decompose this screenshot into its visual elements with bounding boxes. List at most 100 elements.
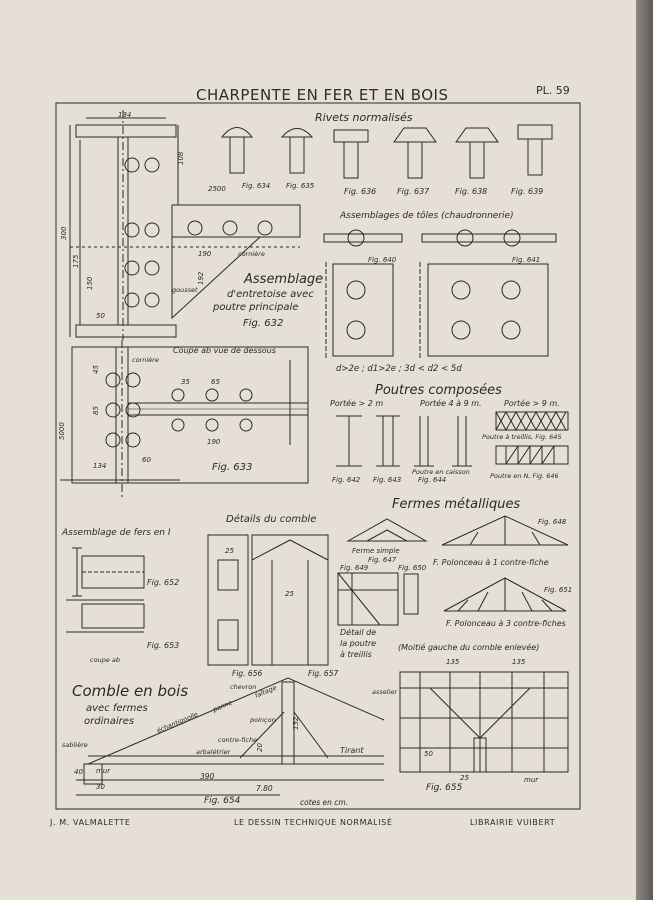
label-faitage: faîtage <box>254 684 278 700</box>
fig-632-label: Fig. 632 <box>243 318 283 329</box>
section-comble-bois: Comble en bois <box>72 682 188 700</box>
label-coupe-ab-2: coupe ab <box>90 656 120 664</box>
dim-192: 192 <box>197 271 205 285</box>
label-mur: mur <box>96 767 111 775</box>
label-sabliere: sablière <box>62 741 88 749</box>
fig-633-label: Fig. 633 <box>212 462 252 473</box>
dim-175: 175 <box>72 254 80 268</box>
label-chevron: chevron <box>230 683 256 691</box>
dim-35: 35 <box>181 378 190 386</box>
label-assemblage-3: poutre principale <box>212 302 298 313</box>
page-edge <box>636 0 653 900</box>
fig-641-label: Fig. 641 <box>512 256 540 264</box>
fig-643-label: Fig. 643 <box>373 476 401 484</box>
fig-649-label: Fig. 649 <box>340 564 369 572</box>
dim-135-a: 135 <box>446 658 460 666</box>
label-panne: panne <box>211 699 234 715</box>
dim-40: 40 <box>74 768 83 776</box>
section-toles: Assemblages de tôles (chaudronnerie) <box>339 210 514 221</box>
footer-publisher: LIBRAIRIE VUIBERT <box>470 818 556 827</box>
fig-653-label: Fig. 653 <box>147 641 179 650</box>
dim-45: 45 <box>92 365 100 374</box>
dim-60: 60 <box>142 456 151 464</box>
fig-644-label: Fig. 644 <box>418 476 446 484</box>
fig-632-ibeam <box>69 110 301 340</box>
fig-638-label: Fig. 638 <box>455 187 487 196</box>
label-assemblage-1: Assemblage <box>243 272 323 287</box>
fig-654-truss <box>76 677 385 796</box>
fig-650-label: Fig. 650 <box>398 564 427 572</box>
fers-i-drawings <box>66 547 145 633</box>
dim-135-b: 135 <box>512 658 526 666</box>
label-conditions: d>2e ; d1>2e ; 3d < d2 < 5d <box>336 364 462 374</box>
label-tirant: Tirant <box>340 746 364 755</box>
label-portee-1: Portée > 2 m <box>330 398 383 408</box>
dim-190-top: 190 <box>198 250 212 258</box>
dim-25-c: 25 <box>460 774 469 782</box>
label-poutre-treillis: Poutre à treillis, Fig. 645 <box>482 433 562 441</box>
dim-25-b: 25 <box>285 590 294 598</box>
label-poincon: poinçon <box>249 716 276 724</box>
dim-2500: 2500 <box>208 185 226 193</box>
label-detail-poutre-3: à treillis <box>340 650 372 659</box>
label-cotes: cotes en cm. <box>300 798 348 807</box>
fig-635-label: Fig. 635 <box>286 182 315 190</box>
footer-book: LE DESSIN TECHNIQUE NORMALISÉ <box>234 818 393 827</box>
section-comble-details: Détails du comble <box>226 513 316 525</box>
dim-50: 50 <box>96 312 105 320</box>
label-comble-bois-sub1: avec fermes <box>86 703 148 714</box>
fig-634-label: Fig. 634 <box>242 182 270 190</box>
fig-647-label: Fig. 647 <box>368 556 397 564</box>
plate-number: PL. 59 <box>536 84 570 97</box>
section-rivets: Rivets normalisés <box>315 111 413 124</box>
dim-190-bottom: 190 <box>207 438 221 446</box>
fig-633-section <box>60 340 309 500</box>
label-detail-poutre-1: Détail de <box>340 627 376 637</box>
dim-300: 300 <box>60 226 68 240</box>
dim-150: 150 <box>86 276 94 290</box>
dim-134-b: 134 <box>93 462 106 470</box>
tole-drawings <box>323 229 557 358</box>
label-arbaletrier: arbalétrier <box>196 748 232 756</box>
label-assellier: asselier <box>372 688 398 696</box>
fig-656-label: Fig. 656 <box>232 669 262 678</box>
label-mur-2: mur <box>524 776 539 784</box>
dim-85: 85 <box>92 406 100 415</box>
dim-390: 390 <box>200 772 215 781</box>
dim-134: 134 <box>118 111 131 119</box>
label-ferme-simple: Ferme simple <box>352 547 400 555</box>
page-title: CHARPENTE EN FER ET EN BOIS <box>196 86 449 104</box>
dim-152: 152 <box>292 716 300 730</box>
label-assemblage-2: d'entretoise avec <box>227 289 314 300</box>
label-polonceau-3: F. Polonceau à 3 contre-fiches <box>446 619 566 628</box>
dim-65: 65 <box>211 378 220 386</box>
fig-657-label: Fig. 657 <box>308 669 338 678</box>
dim-20: 20 <box>256 743 264 752</box>
label-coupe-ab: Coupe ab vue de dessous <box>173 346 276 355</box>
label-corniere-2: cornière <box>132 356 159 364</box>
label-moitie: (Moitié gauche du comble enlevée) <box>398 642 539 652</box>
comble-details-drawings <box>207 534 329 666</box>
label-detail-poutre-2: la poutre <box>340 639 376 648</box>
label-poutre-n: Poutre en N, Fig. 646 <box>490 472 559 480</box>
fig-639-label: Fig. 639 <box>511 187 543 196</box>
fig-637-label: Fig. 637 <box>397 187 430 196</box>
label-poutre-caisson: Poutre en caisson <box>412 468 470 476</box>
fig-655-label: Fig. 655 <box>426 783 463 793</box>
label-polonceau-1: F. Polonceau à 1 contre-fiche <box>433 558 549 567</box>
fig-636-label: Fig. 636 <box>344 187 376 196</box>
label-gousset: gousset <box>172 286 198 294</box>
fig-648-label: Fig. 648 <box>538 518 567 526</box>
fig-652-label: Fig. 652 <box>147 578 179 587</box>
dim-5000: 5000 <box>58 422 66 440</box>
dim-108: 108 <box>177 151 185 165</box>
fig-655-framing <box>399 671 569 773</box>
dim-780: 7.80 <box>256 784 273 793</box>
fig-640-label: Fig. 640 <box>368 256 397 264</box>
fig-651-label: Fig. 651 <box>544 586 572 594</box>
section-fers-i: Assemblage de fers en I <box>61 528 171 538</box>
dim-25-a: 25 <box>225 547 234 555</box>
label-corniere: cornière <box>238 250 265 258</box>
label-portee-3: Portée > 9 m. <box>504 398 560 408</box>
